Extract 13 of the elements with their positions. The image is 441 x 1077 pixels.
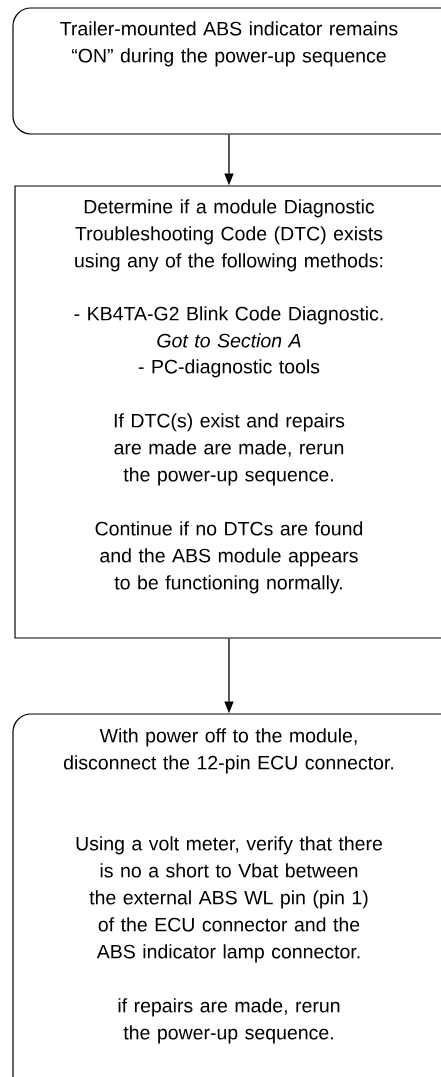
step-text: - KB4TA-G2 Blink Code Diagnostic. <box>74 306 383 325</box>
step-text: Got to Section A <box>157 333 301 348</box>
step-text: Determine if a module Diagnostic Troubleshooting Code (DTC) exists using any of the following methods: <box>75 199 383 272</box>
step-text: If DTC(s) exist and repairs are made are made, rerun the power-up sequence. <box>114 413 345 486</box>
step-text: - PC-diagnostic tools <box>138 359 320 378</box>
process-box <box>12 7 441 135</box>
step-text: Using a volt meter, verify that there is no a short to Vbat between the external ABS WL pin (pin 1) of the ECU connector and the ABS indicator lamp connector. <box>76 836 382 963</box>
step-text: With power off to the module, disconnect the 12-pin ECU connector. <box>63 728 393 774</box>
step-text: Continue if no DTCs are found and the ABS module appears to be functioning normally. <box>95 521 363 594</box>
process-box <box>12 713 441 1077</box>
step-text: if repairs are made, rerun the power-up sequence. <box>118 998 340 1044</box>
step-text: Trailer-mounted ABS indicator remains “ON” during the power-up sequence <box>60 21 398 67</box>
process-box <box>14 185 441 639</box>
